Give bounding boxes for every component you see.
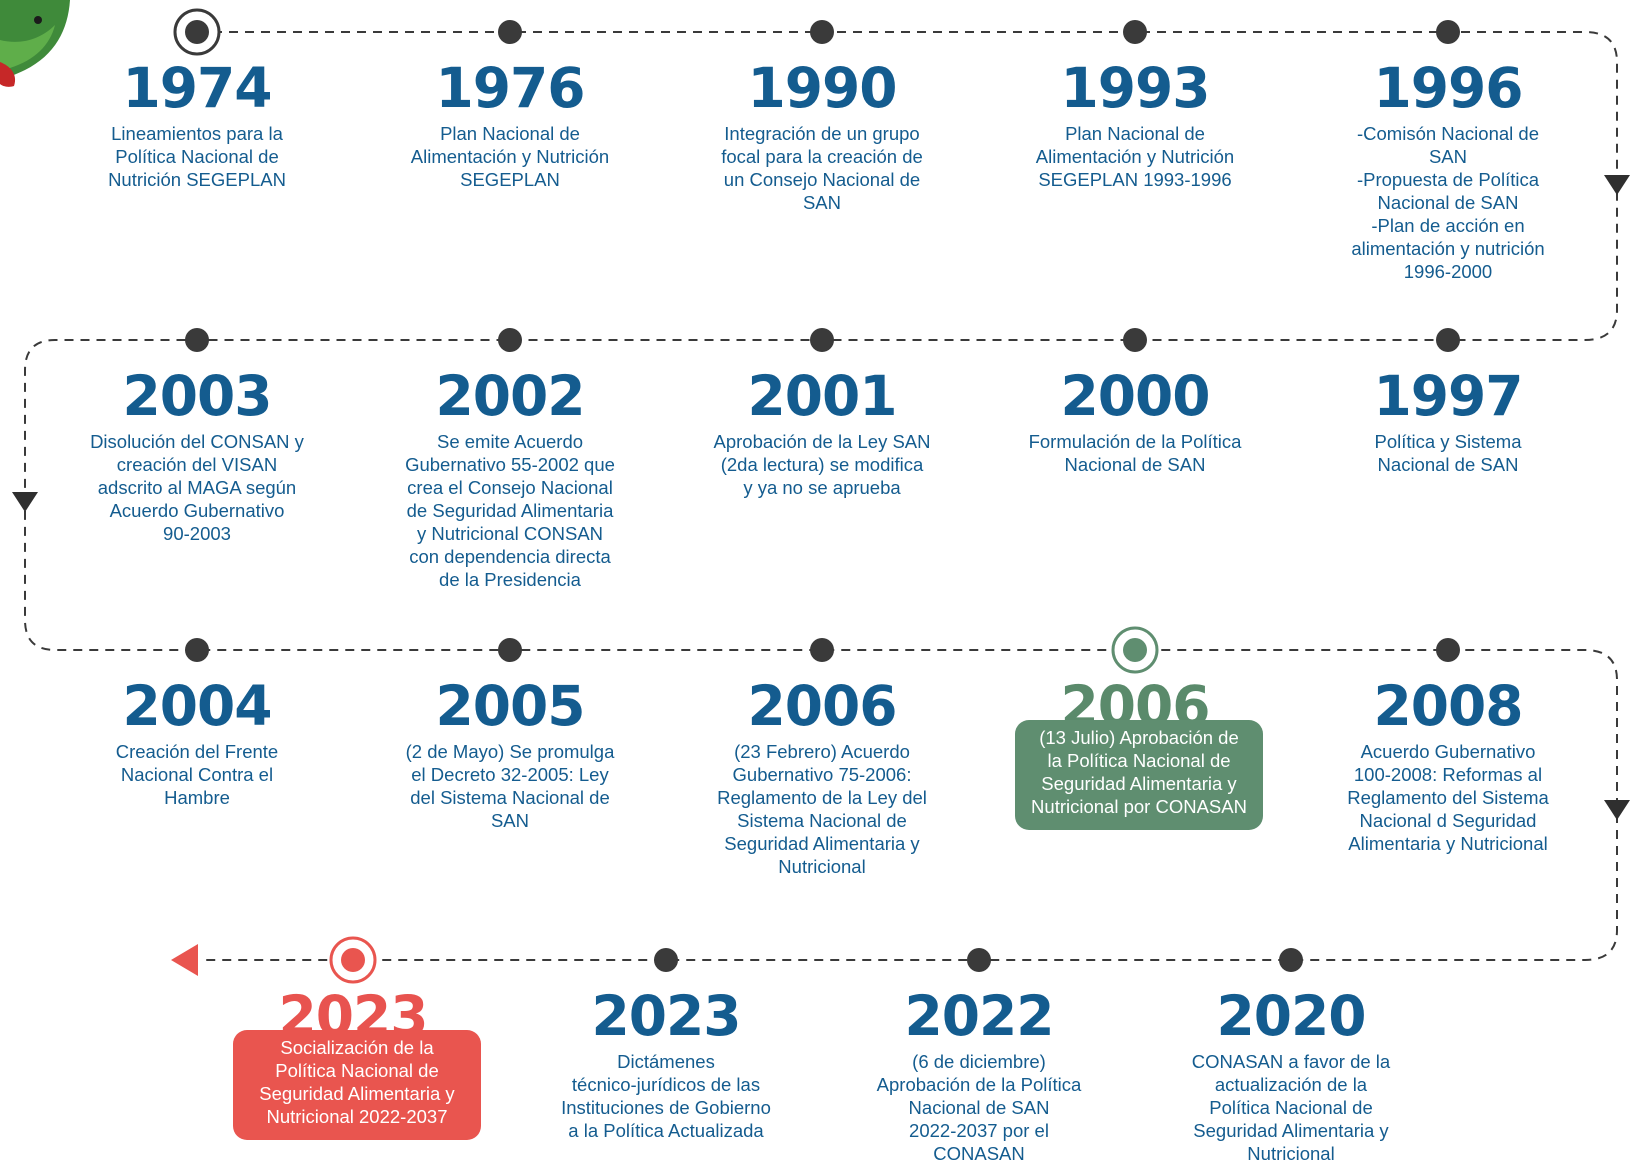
event-year: 2002 <box>435 364 585 428</box>
event-description: (13 Julio) Aprobación de la Política Nac… <box>1015 720 1263 830</box>
event-year: 2003 <box>122 364 272 428</box>
event-year: 2006 <box>747 674 897 738</box>
timeline-marker-dot <box>498 328 522 352</box>
event-description: Integración de un grupo focal para la cr… <box>721 123 923 213</box>
event-year: 2022 <box>904 984 1054 1048</box>
event-description: Socialización de la Política Nacional de… <box>233 1030 481 1140</box>
timeline-marker-dot <box>1436 638 1460 662</box>
event-description: Política y Sistema Nacional de SAN <box>1374 431 1522 475</box>
event-description: Lineamientos para la Política Nacional d… <box>108 123 286 190</box>
timeline-marker-red <box>329 936 377 984</box>
timeline-marker-dot <box>810 638 834 662</box>
timeline-marker-dot <box>1123 20 1147 44</box>
event-description: Plan Nacional de Alimentación y Nutrició… <box>410 123 610 190</box>
arrow-down-icon <box>1604 175 1630 195</box>
timeline-event: 1996-Comisón Nacional de SAN -Propuesta … <box>1328 58 1568 283</box>
event-year: 1997 <box>1373 364 1523 428</box>
event-description: (6 de diciembre) Aprobación de la Políti… <box>876 1051 1082 1164</box>
event-description: Creación del Frente Nacional Contra el H… <box>115 741 279 808</box>
timeline-event: 2005(2 de Mayo) Se promulga el Decreto 3… <box>390 676 630 832</box>
event-year: 2005 <box>435 674 585 738</box>
timeline-marker-dot <box>1436 20 1460 44</box>
timeline-marker-dot <box>654 948 678 972</box>
timeline-event: 2006(23 Febrero) Acuerdo Gubernativo 75-… <box>702 676 942 878</box>
event-description: Acuerdo Gubernativo 100-2008: Reformas a… <box>1347 741 1549 854</box>
timeline-marker-dot <box>185 638 209 662</box>
arrow-down-icon <box>12 492 38 512</box>
timeline-event: 2022(6 de diciembre) Aprobación de la Po… <box>859 986 1099 1165</box>
timeline-marker-start <box>173 8 221 56</box>
event-year: 2020 <box>1216 984 1366 1048</box>
event-description: Se emite Acuerdo Gubernativo 55-2002 que… <box>405 431 615 590</box>
event-year: 1993 <box>1060 56 1210 120</box>
timeline-row-1 <box>24 31 1618 961</box>
event-description: (2 de Mayo) Se promulga el Decreto 32-20… <box>405 741 615 831</box>
timeline-marker-dot <box>967 948 991 972</box>
timeline-marker-dot <box>1436 328 1460 352</box>
event-year: 1990 <box>747 56 897 120</box>
parrot-illustration <box>0 0 70 87</box>
timeline-marker-dot <box>498 20 522 44</box>
event-year: 1974 <box>122 56 272 120</box>
timeline-marker-dot <box>810 328 834 352</box>
arrow-left-icon <box>171 944 198 976</box>
timeline-marker-dot <box>1279 948 1303 972</box>
timeline-marker-green <box>1111 626 1159 674</box>
timeline-marker-dot <box>810 20 834 44</box>
event-year: 2008 <box>1373 674 1523 738</box>
timeline-marker-dot <box>1123 328 1147 352</box>
timeline-event: 2006(13 Julio) Aprobación de la Política… <box>1015 676 1263 830</box>
event-year: 1996 <box>1373 56 1523 120</box>
event-description: -Comisón Nacional de SAN -Propuesta de P… <box>1351 123 1545 282</box>
timeline-marker-dot <box>185 328 209 352</box>
event-year: 2023 <box>591 984 741 1048</box>
event-description: CONASAN a favor de la actualización de l… <box>1191 1051 1391 1164</box>
event-description: Disolución del CONSAN y creación del VIS… <box>90 431 304 544</box>
event-description: (23 Febrero) Acuerdo Gubernativo 75-2006… <box>717 741 927 877</box>
timeline-marker-dot <box>498 638 522 662</box>
event-description: Aprobación de la Ley SAN (2da lectura) s… <box>713 431 931 498</box>
arrow-down-icon <box>1604 800 1630 820</box>
event-year: 2004 <box>122 674 272 738</box>
event-year: 2000 <box>1060 364 1210 428</box>
event-description: Plan Nacional de Alimentación y Nutrició… <box>1035 123 1235 190</box>
event-description: Dictámenes técnico-jurídicos de las Inst… <box>561 1051 771 1141</box>
event-description: Formulación de la Política Nacional de S… <box>1028 431 1242 475</box>
event-year: 2001 <box>747 364 897 428</box>
event-year: 1976 <box>435 56 585 120</box>
